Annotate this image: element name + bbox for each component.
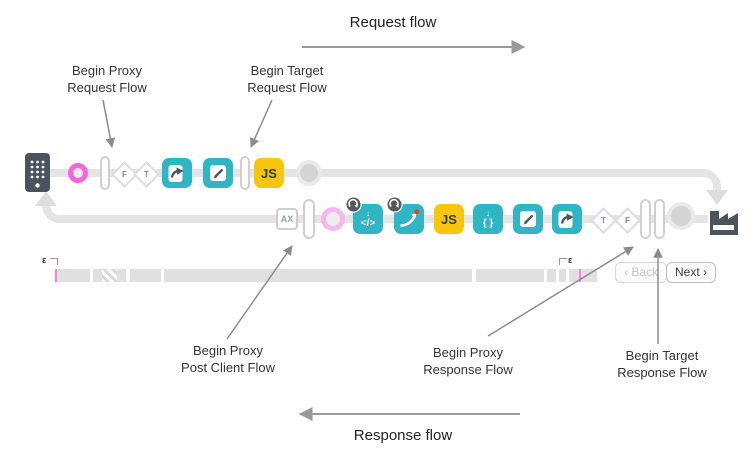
- code-glyph: </>: [360, 217, 376, 229]
- timeline-segment: [117, 269, 126, 282]
- proxy-request-start-ring[interactable]: [68, 163, 88, 183]
- factory-icon[interactable]: [708, 204, 742, 241]
- js-policy-icon[interactable]: JS: [434, 204, 464, 234]
- condition-false-label: F: [625, 215, 630, 225]
- timeline-segment-hatched: [102, 269, 117, 282]
- code-policy-icon[interactable]: ↓ </>: [353, 204, 383, 234]
- refresh-badge-icon: [386, 196, 403, 218]
- annotation-begin-proxy-post-client: Begin Proxy Post Client Flow: [181, 343, 275, 375]
- analytics-step-box[interactable]: AX: [276, 208, 298, 230]
- timeline-segment: [130, 269, 161, 282]
- pencil-policy-icon[interactable]: [513, 204, 543, 234]
- down-arrow-icon: ↓: [366, 208, 370, 218]
- js-label: JS: [441, 211, 457, 227]
- condition-false-label: F: [122, 169, 127, 179]
- timeline-segment: [547, 269, 556, 282]
- condition-true-diamond[interactable]: T: [590, 207, 617, 234]
- annotation-begin-proxy-response: Begin Proxy Response Flow: [423, 345, 513, 377]
- timeline-segment: [569, 269, 597, 282]
- timeline-tick: [579, 269, 581, 282]
- arrow-to-proxy-request-marker: [102, 99, 116, 148]
- timeline-segment: [476, 269, 544, 282]
- timeline-segment: [93, 269, 102, 282]
- post-client-flow-marker[interactable]: [303, 199, 315, 239]
- timeline-tick: [55, 269, 57, 282]
- annotation-begin-proxy-request: Begin Proxy Request Flow: [67, 63, 147, 95]
- down-arrow-icon: ↓: [486, 208, 490, 218]
- annotation-begin-target-response: Begin Target Response Flow: [617, 348, 707, 380]
- back-button[interactable]: ‹ Back: [615, 262, 668, 283]
- js-label: JS: [261, 165, 277, 181]
- annotation-begin-target-request: Begin Target Request Flow: [247, 63, 327, 95]
- pencil-policy-icon[interactable]: [203, 158, 233, 188]
- timeline-segment: [164, 269, 472, 282]
- callout-policy-icon[interactable]: [162, 158, 192, 188]
- callout-policy-icon[interactable]: [552, 204, 582, 234]
- timeline-left-bracket-icon: [50, 258, 58, 265]
- timeline-segment: [57, 269, 90, 282]
- next-button[interactable]: Next ›: [666, 262, 717, 283]
- condition-false-diamond[interactable]: F: [614, 207, 641, 234]
- refresh-badge-icon: [345, 196, 362, 218]
- timeline-right-bracket-icon: [559, 258, 567, 265]
- proxy-response-start-ring[interactable]: [321, 207, 345, 231]
- request-flow-label: Request flow: [349, 14, 437, 31]
- request-endpoint-dot[interactable]: [300, 164, 318, 182]
- arrow-to-post-client-marker: [226, 245, 293, 340]
- target-request-flow-marker[interactable]: [240, 156, 250, 190]
- target-response-flow-marker[interactable]: [654, 199, 665, 239]
- request-track-corner: [697, 169, 721, 193]
- timeline-left-marker: ε: [42, 255, 47, 265]
- track-arrow-down-icon: [706, 190, 728, 205]
- braces-policy-icon[interactable]: ↓ { }: [473, 204, 503, 234]
- response-track-corner: [42, 196, 66, 223]
- track-arrow-up-icon: [35, 191, 57, 206]
- condition-true-label: T: [144, 169, 149, 179]
- braces-glyph: { }: [482, 217, 494, 229]
- condition-true-diamond[interactable]: T: [133, 161, 160, 188]
- proxy-request-flow-marker[interactable]: [100, 156, 110, 190]
- response-flow-label: Response flow: [353, 427, 453, 444]
- condition-true-label: T: [601, 215, 606, 225]
- response-endpoint-dot[interactable]: [671, 206, 691, 226]
- phone-icon[interactable]: [25, 153, 50, 197]
- js-policy-icon[interactable]: JS: [254, 158, 284, 188]
- timeline-segment: [559, 269, 566, 282]
- timeline-right-marker: ε: [568, 255, 573, 265]
- arrow-to-target-request-marker: [250, 99, 273, 148]
- ax-label: AX: [280, 214, 294, 224]
- request-track: [49, 169, 705, 177]
- proxy-response-flow-marker[interactable]: [640, 199, 651, 239]
